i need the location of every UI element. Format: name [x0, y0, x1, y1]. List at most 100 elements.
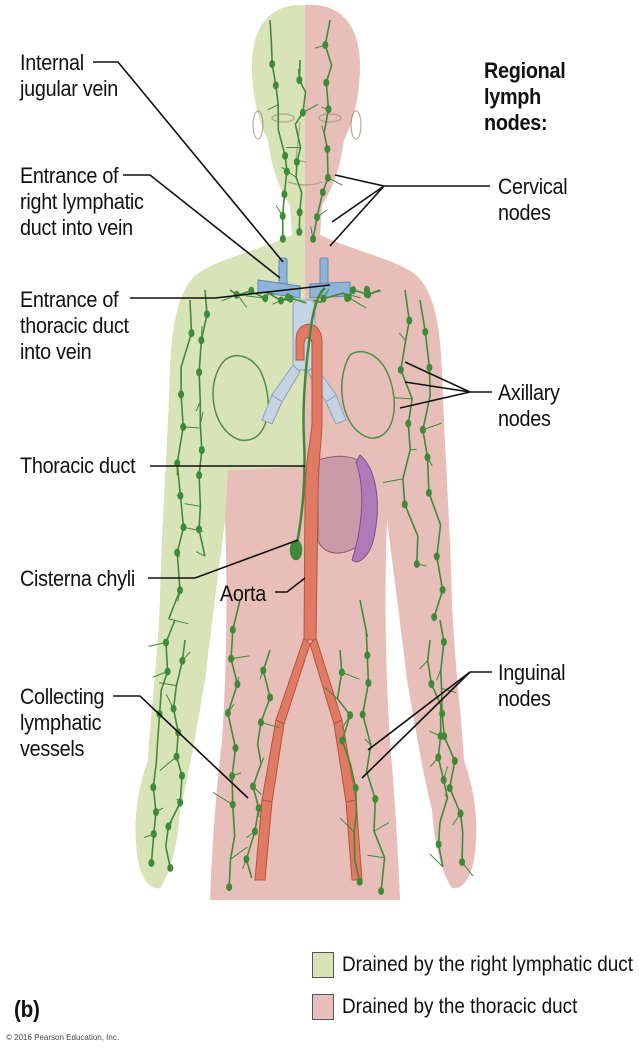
- legend-thoracic-duct-text: Drained by the thoracic duct: [342, 995, 577, 1019]
- lymph-node: [344, 294, 350, 302]
- lymph-node: [398, 366, 404, 374]
- lymph-node: [267, 694, 273, 702]
- lymph-node: [177, 799, 183, 807]
- legend-right-duct-text: Drained by the right lymphatic duct: [342, 953, 633, 977]
- lymph-node: [339, 737, 345, 745]
- legend-swatch-pink: [312, 994, 334, 1020]
- lymph-node: [378, 887, 384, 895]
- lymph-node: [425, 453, 431, 461]
- lymph-node: [280, 235, 286, 243]
- lymph-node: [148, 859, 154, 867]
- lymph-node: [320, 188, 326, 196]
- lymph-node: [260, 667, 266, 675]
- lymph-node: [226, 883, 232, 891]
- lymph-node: [165, 822, 171, 830]
- lymph-node: [438, 732, 444, 740]
- lymph-node: [174, 549, 180, 557]
- legend-swatch-green: [312, 952, 334, 978]
- lymph-node: [441, 776, 447, 784]
- lymph-node: [405, 420, 411, 428]
- lymph-node: [230, 801, 236, 809]
- label-aorta: Aorta: [220, 581, 266, 607]
- lymph-node: [452, 757, 458, 765]
- label-thoracic-duct: Thoracic duct: [20, 453, 135, 479]
- label-cisterna-chyli: Cisterna chyli: [20, 566, 135, 592]
- lymph-node: [364, 651, 370, 659]
- lymph-node: [447, 784, 453, 792]
- lymph-node: [322, 41, 328, 49]
- lymph-node: [196, 525, 202, 533]
- lymph-node: [414, 560, 420, 568]
- panel-label: (b): [14, 996, 40, 1022]
- lymph-node: [171, 705, 177, 713]
- lymph-node: [163, 639, 169, 647]
- lymph-node: [151, 830, 157, 838]
- body-thoracic-region: [136, 5, 477, 900]
- lymph-node: [428, 680, 434, 688]
- lymph-node: [243, 855, 249, 863]
- lymph-node: [234, 680, 240, 688]
- lymph-node: [256, 804, 262, 812]
- lymph-node: [459, 858, 465, 866]
- lymph-node: [165, 668, 171, 676]
- lymph-node: [153, 808, 159, 816]
- lymph-node: [179, 657, 185, 665]
- lymph-node: [458, 810, 464, 818]
- lymph-node: [426, 364, 432, 372]
- lymph-node: [441, 638, 447, 646]
- lymph-node: [436, 840, 442, 848]
- lymph-node: [300, 109, 306, 117]
- lymph-node: [228, 655, 234, 663]
- lymph-node: [350, 286, 356, 294]
- lymph-node: [196, 368, 202, 376]
- lymph-node: [426, 489, 432, 497]
- lymph-node: [325, 174, 331, 182]
- lymph-node: [225, 709, 231, 717]
- lymph-node: [294, 158, 300, 166]
- lymph-node: [204, 310, 210, 318]
- lymph-node: [440, 586, 446, 594]
- lymph-node: [262, 294, 268, 302]
- lymph-node: [357, 878, 363, 886]
- lymph-node: [431, 613, 437, 621]
- lymph-node: [364, 290, 370, 298]
- lymph-node: [179, 772, 185, 780]
- lymph-node: [178, 390, 184, 398]
- lymph-node: [285, 293, 291, 301]
- lymph-node: [321, 295, 327, 303]
- lymph-node: [347, 711, 353, 719]
- lymph-node: [269, 60, 275, 68]
- lymph-node: [310, 235, 316, 243]
- lymph-node: [422, 328, 428, 336]
- stomach: [318, 455, 377, 562]
- lymph-node: [282, 152, 288, 160]
- lymph-node: [326, 105, 332, 113]
- lymph-node: [353, 784, 359, 792]
- lymph-node: [196, 471, 202, 479]
- lymph-node: [250, 782, 256, 790]
- lymph-node: [278, 297, 284, 305]
- lymph-node: [296, 228, 302, 236]
- lymph-node: [435, 754, 441, 762]
- lymph-node: [177, 586, 183, 594]
- lymph-node: [233, 744, 239, 752]
- legend-right-duct: Drained by the right lymphatic duct: [312, 952, 639, 978]
- lymph-node: [252, 828, 258, 836]
- lymph-node: [167, 864, 173, 872]
- lymph-node: [439, 710, 445, 718]
- lymph-node: [273, 81, 279, 89]
- copyright-notice: © 2016 Pearson Education, Inc.: [6, 1033, 119, 1042]
- lymph-node: [174, 753, 180, 761]
- lymph-node: [296, 76, 302, 84]
- lymph-node: [180, 423, 186, 431]
